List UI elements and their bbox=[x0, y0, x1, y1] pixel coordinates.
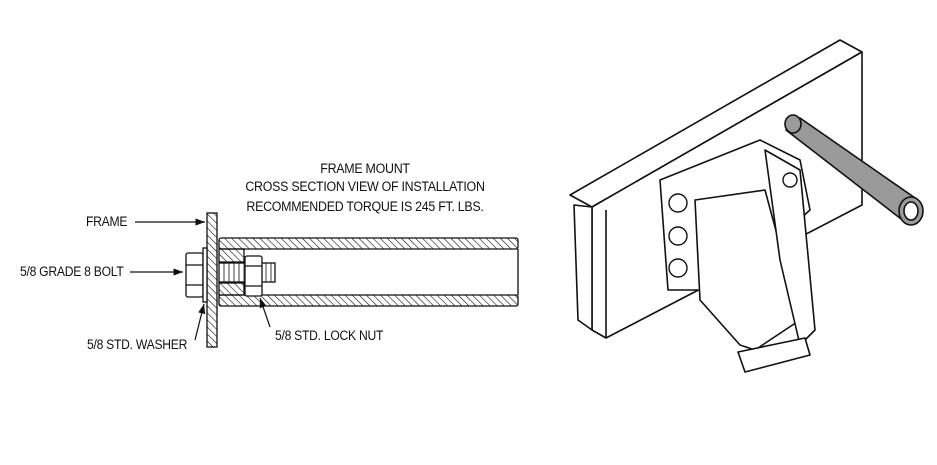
tube-end-upper bbox=[218, 248, 245, 263]
lock-nut bbox=[244, 255, 263, 297]
washer bbox=[202, 247, 208, 303]
tube-bottom-wall bbox=[218, 294, 519, 307]
label-lock-nut: 5/8 STD. LOCK NUT bbox=[275, 328, 384, 343]
cross-section-view bbox=[185, 212, 519, 348]
title-line-3: RECOMMENDED TORQUE IS 245 FT. LBS. bbox=[246, 199, 484, 214]
title-line-2: CROSS SECTION VIEW OF INSTALLATION bbox=[245, 179, 485, 194]
title-line-1: FRAME MOUNT bbox=[320, 161, 410, 176]
label-frame: FRAME bbox=[86, 214, 128, 229]
bolt-head bbox=[185, 252, 204, 298]
label-washer: 5/8 STD. WASHER bbox=[87, 337, 188, 352]
channel-lower-lip bbox=[573, 204, 593, 331]
frame-plate bbox=[206, 212, 218, 348]
tube-end-lower bbox=[218, 282, 245, 296]
label-bolt: 5/8 GRADE 8 BOLT bbox=[20, 264, 124, 279]
isometric-view bbox=[569, 39, 924, 373]
mount-bracket-right bbox=[764, 149, 816, 346]
bolt-icon bbox=[668, 193, 688, 213]
mount-base bbox=[737, 337, 811, 373]
leader-lines bbox=[130, 218, 271, 341]
bolt-icon bbox=[668, 226, 688, 246]
bolt-icon bbox=[782, 172, 798, 188]
bolt-icon bbox=[668, 258, 688, 278]
mount-bolts bbox=[668, 172, 798, 278]
receiver-tube bbox=[784, 114, 924, 226]
tube-top-wall bbox=[218, 237, 519, 250]
